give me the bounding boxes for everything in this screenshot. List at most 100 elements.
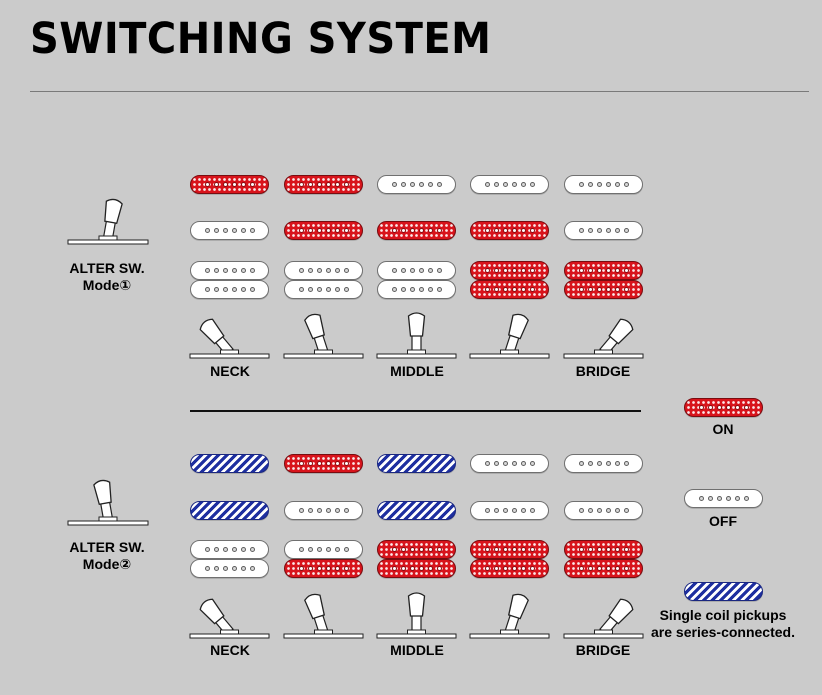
pole-piece — [596, 566, 602, 571]
pole-piece — [502, 508, 508, 513]
pole-piece — [222, 228, 228, 233]
pole-piece — [298, 287, 304, 292]
pole-piece — [493, 228, 499, 233]
pole-piece — [578, 268, 584, 273]
pole-piece — [596, 268, 602, 273]
pole-piece — [623, 461, 629, 466]
pole-piece — [316, 461, 322, 466]
selector-switch-middle-bridge-1 — [469, 313, 550, 359]
selector-switch-neck-middle-1 — [283, 313, 364, 359]
pole-piece — [493, 508, 499, 513]
pole-piece — [213, 268, 219, 273]
pole-piece — [614, 228, 620, 233]
pole-piece — [334, 566, 340, 571]
pole-piece — [231, 547, 237, 552]
pole-piece — [596, 228, 602, 233]
pole-piece — [418, 228, 424, 233]
pole-piece — [587, 182, 593, 187]
selector-switch-middle-1 — [376, 312, 457, 359]
pole-piece — [316, 287, 322, 292]
pole-piece — [436, 287, 442, 292]
pole-piece — [222, 182, 228, 187]
pole-piece — [578, 182, 584, 187]
pole-piece — [325, 228, 331, 233]
pole-piece — [614, 566, 620, 571]
col-label-neck-1: NECK — [210, 363, 250, 379]
pole-piece — [204, 228, 210, 233]
pole-piece — [743, 405, 749, 410]
pickup-off — [190, 261, 269, 280]
pole-piece — [605, 461, 611, 466]
pole-piece — [484, 228, 490, 233]
pickup-off — [284, 261, 363, 280]
pole-piece — [334, 461, 340, 466]
pole-piece — [596, 461, 602, 466]
pole-piece — [400, 228, 406, 233]
pole-piece — [316, 566, 322, 571]
pickup-off — [377, 175, 456, 194]
pickup-on — [377, 559, 456, 578]
pole-piece — [436, 228, 442, 233]
pickup-on — [470, 221, 549, 240]
pole-piece — [520, 268, 526, 273]
pole-piece — [204, 287, 210, 292]
pole-piece — [343, 228, 349, 233]
pickup-off — [564, 501, 643, 520]
selector-switch-middle-2 — [376, 592, 457, 639]
pickup-series — [190, 501, 269, 520]
pole-piece — [484, 547, 490, 552]
pickup-off — [564, 175, 643, 194]
pole-piece — [316, 268, 322, 273]
pole-piece — [484, 566, 490, 571]
selector-switch-bridge-1 — [563, 318, 644, 359]
pickup-on — [470, 280, 549, 299]
pole-piece — [484, 182, 490, 187]
pole-piece — [307, 508, 313, 513]
pickup-series — [190, 454, 269, 473]
pickup-on — [470, 540, 549, 559]
pole-piece — [298, 508, 304, 513]
pole-piece — [409, 182, 415, 187]
pole-piece — [334, 547, 340, 552]
pickup-on — [470, 261, 549, 280]
pole-piece — [343, 566, 349, 571]
pole-piece — [502, 268, 508, 273]
pickup-off — [190, 280, 269, 299]
col-label-middle-1: MIDDLE — [390, 363, 444, 379]
pickup-on — [377, 221, 456, 240]
pole-piece — [587, 566, 593, 571]
pole-piece — [725, 496, 731, 501]
pole-piece — [716, 496, 722, 501]
pole-piece — [427, 182, 433, 187]
pole-piece — [596, 547, 602, 552]
pole-piece — [578, 566, 584, 571]
pole-piece — [325, 508, 331, 513]
pole-piece — [623, 508, 629, 513]
mode2-label-line1: ALTER SW. — [69, 539, 145, 555]
pole-piece — [484, 461, 490, 466]
pole-piece — [391, 182, 397, 187]
mode1-label: ALTER SW. Mode① — [69, 260, 144, 294]
pole-piece — [325, 566, 331, 571]
selector-switch-bridge-2 — [563, 598, 644, 639]
pickup-on — [284, 559, 363, 578]
pole-piece — [418, 566, 424, 571]
pole-piece — [240, 566, 246, 571]
pole-piece — [493, 547, 499, 552]
pole-piece — [343, 461, 349, 466]
pole-piece — [249, 182, 255, 187]
pole-piece — [249, 547, 255, 552]
pole-piece — [204, 268, 210, 273]
selector-switch-middle-bridge-2 — [469, 593, 550, 639]
pole-piece — [307, 566, 313, 571]
pole-piece — [623, 566, 629, 571]
pole-piece — [511, 268, 517, 273]
pole-piece — [596, 182, 602, 187]
pole-piece — [605, 566, 611, 571]
pole-piece — [427, 228, 433, 233]
col-label-middle-2: MIDDLE — [390, 642, 444, 658]
pole-piece — [529, 182, 535, 187]
pole-piece — [427, 268, 433, 273]
pole-piece — [529, 461, 535, 466]
pole-piece — [343, 182, 349, 187]
